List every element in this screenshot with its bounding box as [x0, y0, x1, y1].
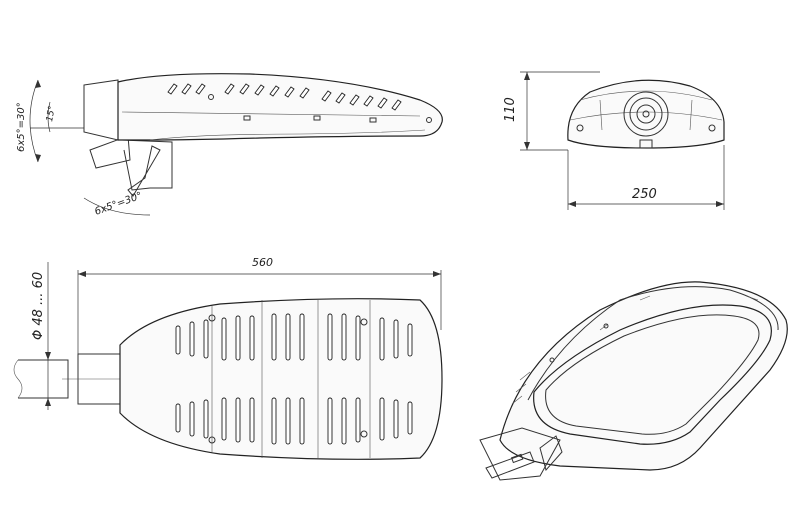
- angle-label: 15°: [45, 105, 58, 122]
- height-label: 110: [503, 97, 518, 122]
- side-view: 6x5°=30° 15° 6x5°=30°: [16, 73, 443, 218]
- width-label: 250: [632, 187, 657, 202]
- top-view: 560 Φ 48 ... 60: [13, 256, 443, 460]
- isometric-view: [479, 281, 788, 481]
- tilt-label-upper: 6x5°=30°: [16, 102, 27, 152]
- front-view: 110 250: [503, 71, 725, 210]
- tilt-label-lower: 6x5°=30°: [93, 190, 144, 217]
- mount-diameter-label: Φ 48 ... 60: [31, 272, 46, 340]
- length-label: 560: [252, 256, 273, 269]
